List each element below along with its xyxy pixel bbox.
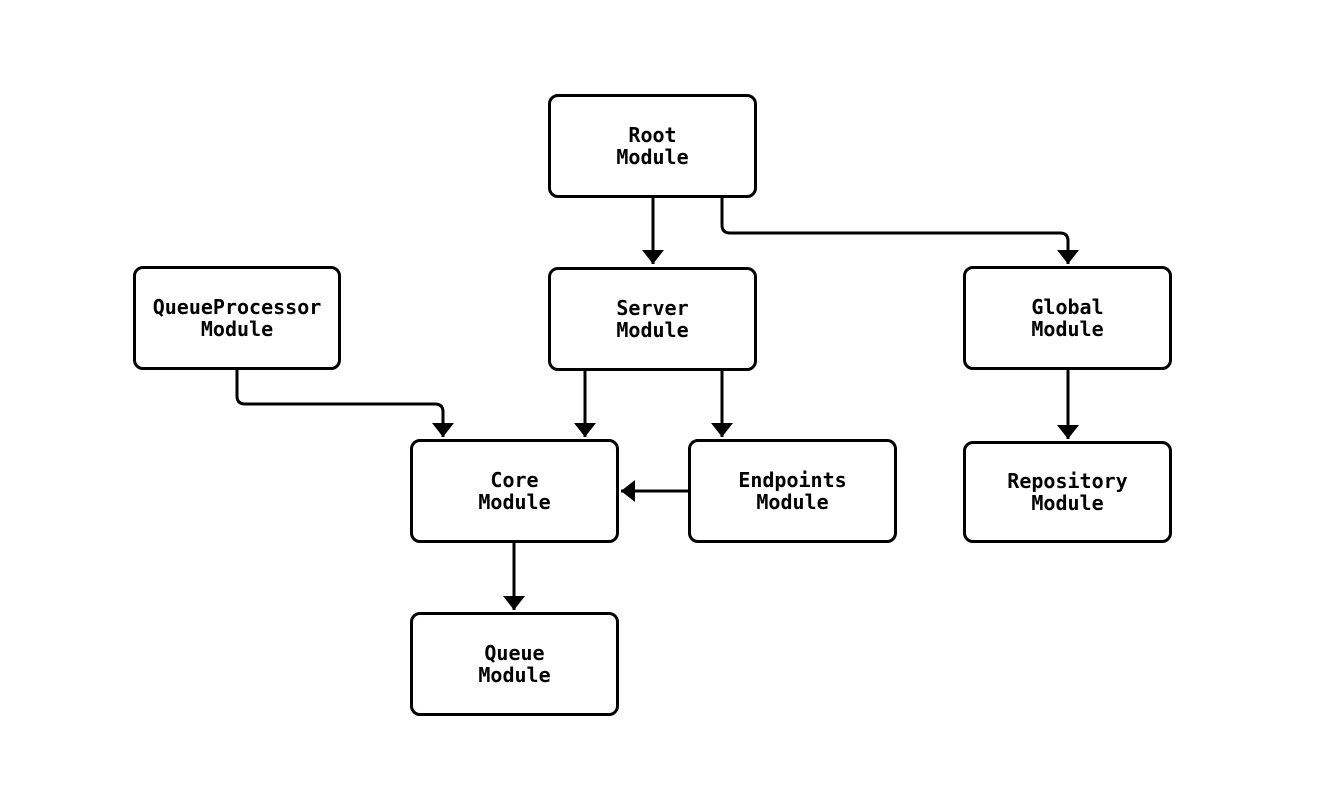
node-label-line: Module xyxy=(616,145,689,169)
edges-group xyxy=(235,198,1079,610)
node-label-line: Module xyxy=(616,318,689,342)
node-label-line: Module xyxy=(1031,491,1104,515)
node-label-line: Core xyxy=(490,468,539,492)
node-label-line: Module xyxy=(200,317,274,341)
node-label-line: Module xyxy=(1031,317,1104,341)
node-label-line: Global xyxy=(1031,295,1104,319)
edge-queueprocessor-module-to-core-module xyxy=(235,370,454,437)
node-label-line: Server xyxy=(616,296,689,320)
node-label-line: QueueProcessor xyxy=(152,295,322,319)
node-label-line: Module xyxy=(478,490,551,514)
node-label-line: Queue xyxy=(484,641,545,665)
edge-root-module-to-global-module xyxy=(720,198,1079,264)
node-label-line: Repository xyxy=(1007,469,1128,493)
node-label-line: Module xyxy=(478,663,551,687)
node-label-line: Module xyxy=(756,490,829,514)
node-label-line: Endpoints xyxy=(738,468,847,492)
node-label-line: Root xyxy=(628,123,677,147)
